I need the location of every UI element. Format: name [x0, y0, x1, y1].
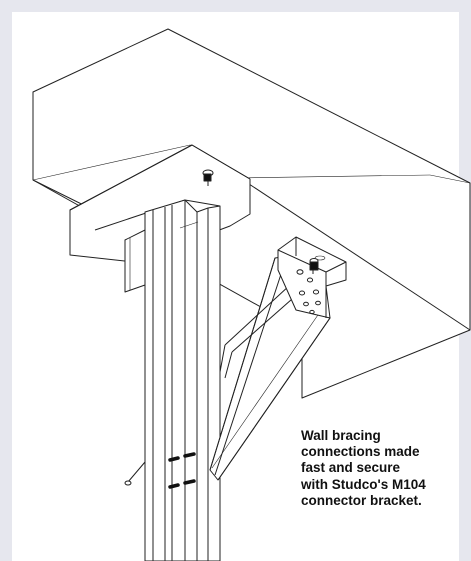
screw-icon — [202, 169, 214, 186]
anchor-icon — [124, 461, 146, 486]
caption-line: Wall bracing — [301, 428, 381, 443]
caption-line: with Studco's M104 — [301, 476, 426, 492]
wall-stud — [144, 199, 221, 561]
bolt-icon — [309, 258, 319, 274]
m104-connector-bracket — [277, 236, 347, 319]
ceiling-slab — [32, 28, 471, 399]
caption-line: fast and secure — [301, 460, 401, 476]
caption-line: connector bracket. — [301, 492, 422, 508]
stud-screws — [168, 452, 196, 489]
caption-line: connections made — [301, 444, 420, 460]
caption: Wall bracing connections made fast and s… — [301, 428, 469, 509]
